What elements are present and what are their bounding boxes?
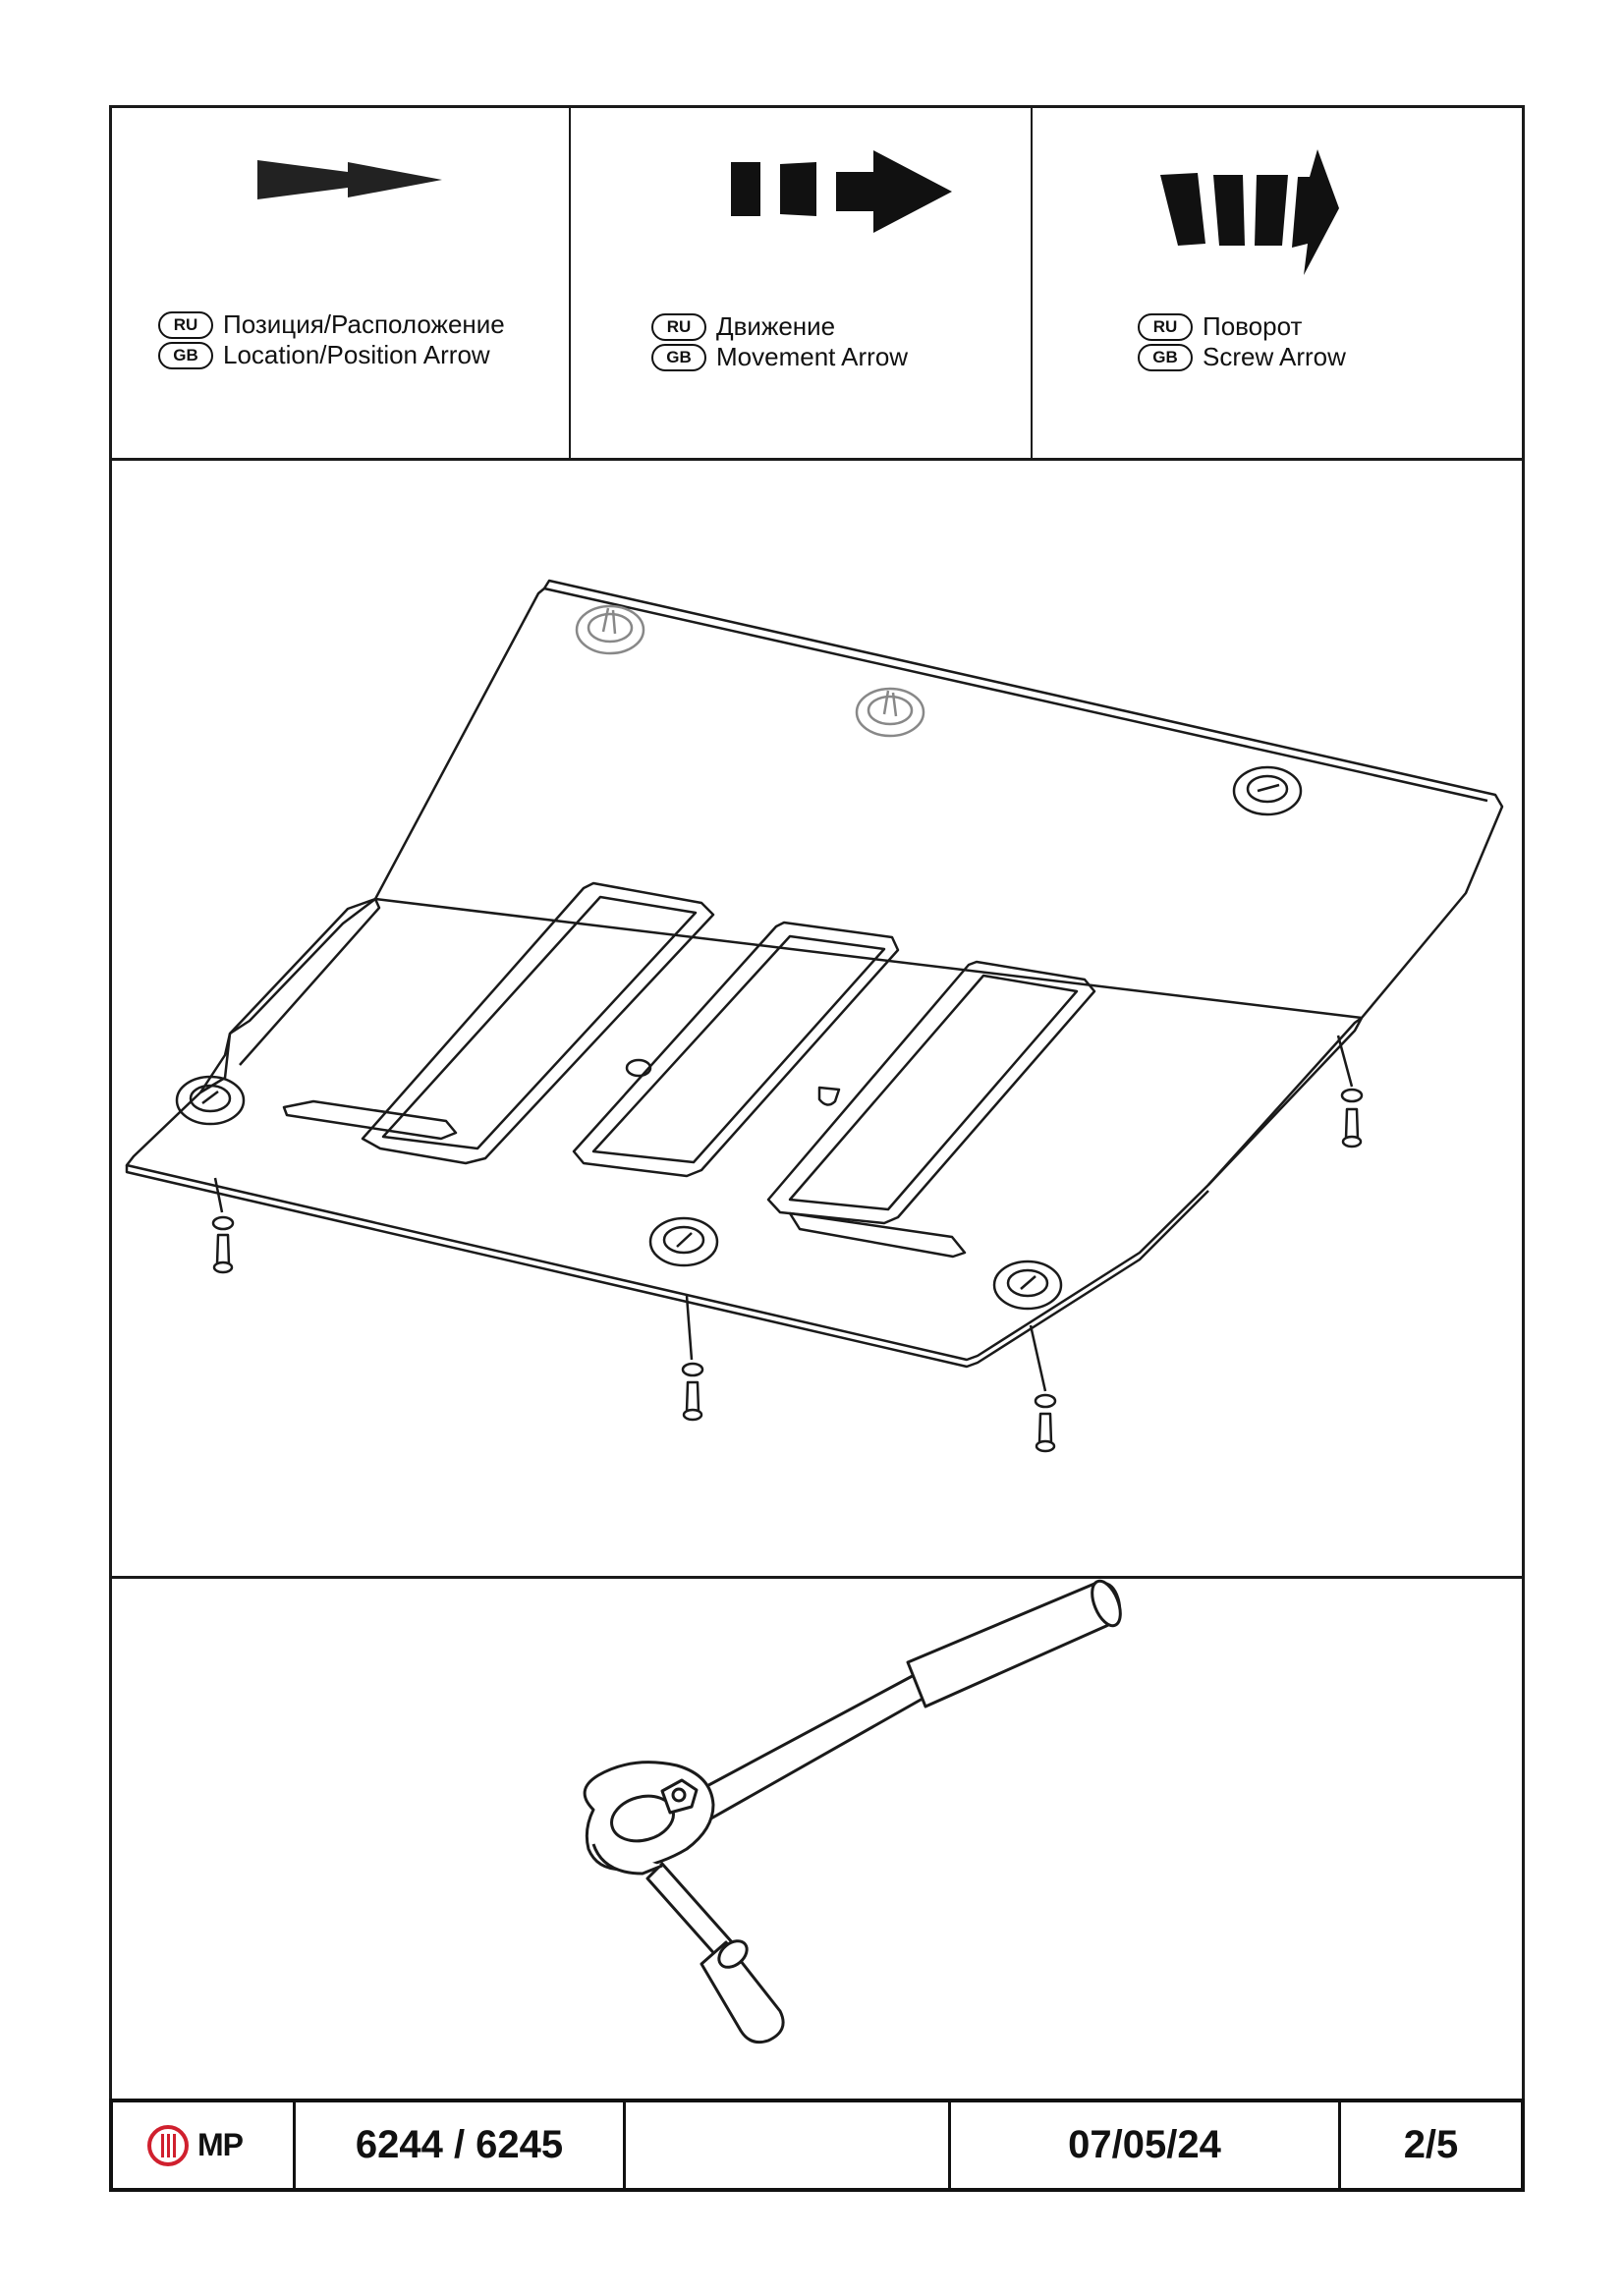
movement-arrow-icon	[731, 150, 952, 233]
ru-badge: RU	[158, 310, 213, 339]
arrow-legend-row: RU Позиция/Расположение GB Location/Posi…	[112, 108, 1522, 461]
legend-movement-arrow: RU Движение GB Movement Arrow	[569, 108, 1031, 458]
blank-cell	[626, 2102, 951, 2188]
gb-badge: GB	[651, 343, 706, 371]
ru-badge: RU	[651, 312, 706, 341]
skid-plate-assembly-icon	[125, 579, 1504, 1453]
legend-ru-label: Позиция/Расположение	[223, 309, 505, 339]
legend-gb-label: Movement Arrow	[716, 342, 909, 371]
legend-gb-label: Location/Position Arrow	[223, 340, 490, 369]
screw-arrow-icon	[1160, 149, 1339, 275]
tool-panel	[112, 1579, 1522, 2107]
logo-text: MP	[197, 2127, 244, 2162]
legend-gb-label: Screw Arrow	[1203, 342, 1346, 371]
legend-location-arrow: RU Позиция/Расположение GB Location/Posi…	[112, 108, 569, 458]
revision-date: 07/05/24	[951, 2102, 1341, 2188]
legend-screw-arrow: RU Поворот GB Screw Arrow	[1031, 108, 1522, 458]
gb-badge: GB	[158, 341, 213, 369]
mp-logo-icon	[147, 2124, 189, 2166]
assembly-drawing-panel	[112, 461, 1522, 1579]
ratchet-wrench-icon	[583, 1579, 1122, 2044]
legend-ru-label: Движение	[716, 311, 836, 341]
ru-badge: RU	[1138, 312, 1193, 341]
part-number: 6244 / 6245	[296, 2102, 626, 2188]
page-number: 2/5	[1403, 2123, 1459, 2166]
title-block: MP 6244 / 6245 07/05/24 2/5	[109, 2099, 1525, 2192]
logo-cell: MP	[113, 2102, 296, 2188]
instruction-sheet-frame: RU Позиция/Расположение GB Location/Posi…	[109, 105, 1525, 2192]
location-arrow-icon	[257, 160, 442, 199]
legend-ru-label: Поворот	[1203, 311, 1303, 341]
gb-badge: GB	[1138, 343, 1193, 371]
